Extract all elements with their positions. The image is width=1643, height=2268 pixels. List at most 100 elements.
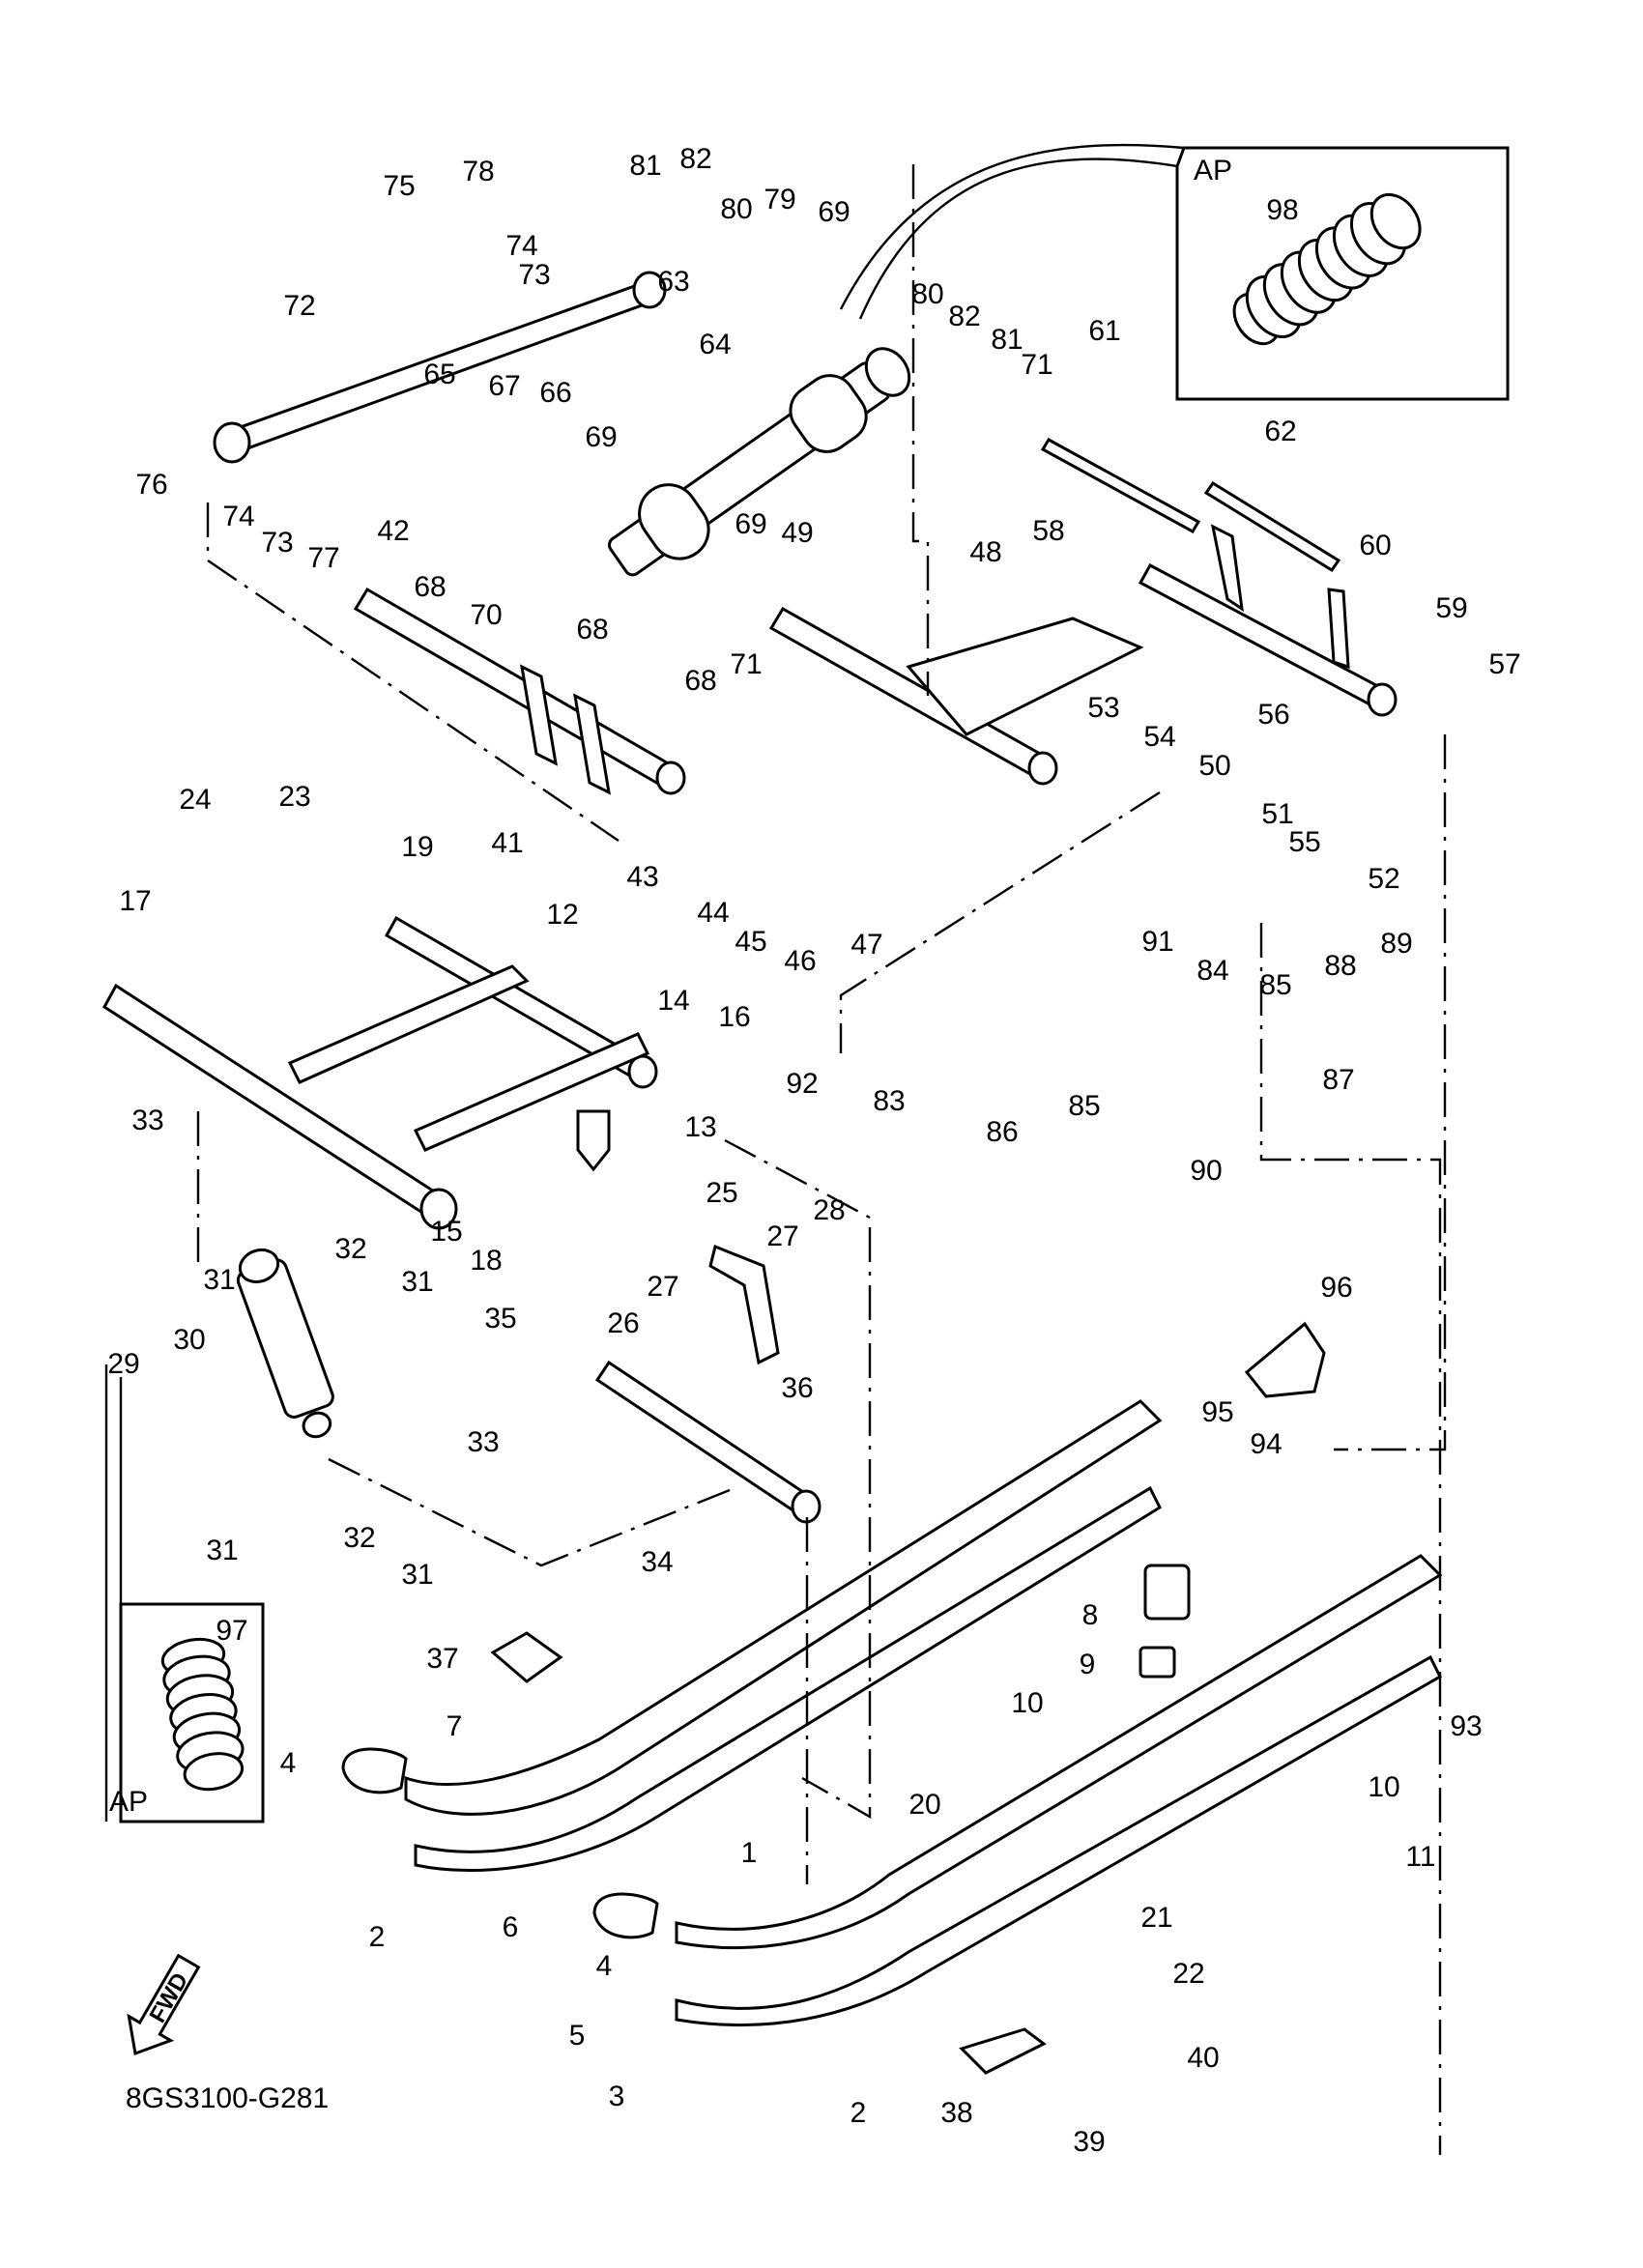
part-callout-2[interactable]: 2 — [850, 2097, 867, 2129]
part-callout-82[interactable]: 82 — [948, 301, 981, 332]
slider-8[interactable] — [1143, 1564, 1191, 1621]
part-callout-94[interactable]: 94 — [1250, 1428, 1283, 1460]
part-callout-36[interactable]: 36 — [781, 1372, 814, 1404]
shaft-56[interactable] — [1138, 524, 1398, 717]
part-callout-7[interactable]: 7 — [446, 1710, 463, 1742]
part-callout-53[interactable]: 53 — [1087, 692, 1120, 724]
part-callout-60[interactable]: 60 — [1359, 530, 1392, 561]
rod-62[interactable] — [1203, 480, 1341, 573]
bracket-37[interactable] — [490, 1631, 563, 1683]
part-callout-75[interactable]: 75 — [383, 170, 416, 202]
part-callout-37[interactable]: 37 — [426, 1643, 459, 1675]
part-callout-27[interactable]: 27 — [647, 1271, 679, 1303]
part-callout-52[interactable]: 52 — [1368, 863, 1400, 895]
part-callout-73[interactable]: 73 — [518, 259, 551, 291]
part-callout-65[interactable]: 65 — [423, 359, 456, 390]
part-callout-73[interactable]: 73 — [261, 527, 294, 559]
part-callout-85[interactable]: 85 — [1068, 1090, 1101, 1122]
part-callout-1[interactable]: 1 — [740, 1837, 758, 1869]
part-callout-84[interactable]: 84 — [1196, 955, 1229, 987]
part-callout-91[interactable]: 91 — [1141, 926, 1174, 958]
part-callout-39[interactable]: 39 — [1073, 2126, 1106, 2158]
front-arm-72[interactable] — [213, 271, 667, 464]
part-callout-47[interactable]: 47 — [850, 929, 883, 961]
part-callout-78[interactable]: 78 — [462, 156, 495, 187]
rod-61[interactable] — [1040, 437, 1201, 534]
part-callout-93[interactable]: 93 — [1450, 1710, 1483, 1742]
part-callout-96[interactable]: 96 — [1320, 1272, 1353, 1304]
part-callout-31[interactable]: 31 — [206, 1535, 239, 1566]
part-callout-63[interactable]: 63 — [657, 266, 690, 298]
part-callout-35[interactable]: 35 — [484, 1303, 517, 1335]
part-callout-43[interactable]: 43 — [626, 861, 659, 893]
part-callout-3[interactable]: 3 — [608, 2081, 625, 2112]
part-callout-66[interactable]: 66 — [539, 377, 572, 409]
part-callout-72[interactable]: 72 — [283, 290, 316, 322]
part-callout-27[interactable]: 27 — [766, 1220, 799, 1252]
part-callout-29[interactable]: 29 — [107, 1348, 140, 1380]
part-callout-28[interactable]: 28 — [813, 1194, 846, 1226]
part-callout-61[interactable]: 61 — [1088, 315, 1121, 347]
part-callout-33[interactable]: 33 — [131, 1105, 164, 1136]
part-callout-98[interactable]: 98 — [1266, 194, 1299, 226]
part-callout-51[interactable]: 51 — [1261, 798, 1294, 830]
part-callout-38[interactable]: 38 — [940, 2097, 973, 2129]
part-callout-74[interactable]: 74 — [222, 501, 255, 532]
part-callout-74[interactable]: 74 — [505, 230, 538, 262]
part-callout-79[interactable]: 79 — [764, 184, 796, 215]
part-callout-41[interactable]: 41 — [491, 827, 524, 859]
stopper-13[interactable] — [576, 1109, 611, 1172]
part-callout-12[interactable]: 12 — [546, 899, 579, 931]
part-callout-55[interactable]: 55 — [1288, 826, 1321, 858]
part-callout-20[interactable]: 20 — [908, 1789, 941, 1821]
part-callout-50[interactable]: 50 — [1198, 750, 1231, 782]
part-callout-45[interactable]: 45 — [735, 926, 767, 958]
part-callout-81[interactable]: 81 — [629, 150, 662, 182]
part-callout-4[interactable]: 4 — [595, 1950, 613, 1982]
part-callout-59[interactable]: 59 — [1435, 592, 1468, 624]
part-callout-42[interactable]: 42 — [377, 515, 410, 547]
part-callout-92[interactable]: 92 — [786, 1068, 819, 1100]
part-callout-33[interactable]: 33 — [467, 1426, 500, 1458]
part-callout-6[interactable]: 6 — [502, 1911, 519, 1943]
part-callout-64[interactable]: 64 — [699, 329, 732, 360]
part-callout-83[interactable]: 83 — [873, 1085, 906, 1117]
part-callout-87[interactable]: 87 — [1322, 1064, 1355, 1096]
part-callout-10[interactable]: 10 — [1011, 1687, 1044, 1719]
part-callout-86[interactable]: 86 — [986, 1116, 1019, 1148]
part-callout-80[interactable]: 80 — [720, 193, 753, 225]
front-shock-29[interactable] — [230, 1243, 344, 1445]
part-callout-76[interactable]: 76 — [135, 469, 168, 501]
part-callout-9[interactable]: 9 — [1079, 1649, 1096, 1680]
part-callout-68[interactable]: 68 — [414, 571, 447, 603]
part-callout-44[interactable]: 44 — [697, 897, 730, 929]
part-callout-8[interactable]: 8 — [1081, 1599, 1099, 1631]
part-callout-58[interactable]: 58 — [1032, 515, 1065, 547]
part-callout-97[interactable]: 97 — [216, 1615, 248, 1647]
part-callout-17[interactable]: 17 — [119, 885, 152, 917]
part-callout-68[interactable]: 68 — [684, 665, 717, 697]
part-callout-2[interactable]: 2 — [368, 1921, 386, 1953]
part-callout-69[interactable]: 69 — [818, 196, 850, 228]
shaft-42[interactable] — [353, 587, 686, 795]
pivot-arm-36[interactable] — [594, 1360, 822, 1524]
part-callout-31[interactable]: 31 — [401, 1266, 434, 1298]
part-callout-89[interactable]: 89 — [1380, 928, 1413, 960]
part-callout-68[interactable]: 68 — [576, 614, 609, 646]
part-callout-69[interactable]: 69 — [585, 421, 618, 453]
part-callout-54[interactable]: 54 — [1143, 721, 1176, 753]
part-callout-31[interactable]: 31 — [401, 1559, 434, 1591]
part-callout-82[interactable]: 82 — [679, 143, 712, 175]
part-callout-19[interactable]: 19 — [401, 831, 434, 863]
part-callout-18[interactable]: 18 — [470, 1245, 503, 1277]
part-callout-69[interactable]: 69 — [735, 508, 767, 540]
shaft-49[interactable] — [768, 606, 1144, 786]
part-callout-16[interactable]: 16 — [718, 1001, 751, 1033]
slider-9[interactable] — [1139, 1646, 1176, 1679]
part-callout-30[interactable]: 30 — [173, 1324, 206, 1356]
part-callout-24[interactable]: 24 — [179, 784, 212, 816]
part-callout-13[interactable]: 13 — [684, 1111, 717, 1143]
part-callout-14[interactable]: 14 — [657, 985, 690, 1017]
part-callout-34[interactable]: 34 — [641, 1546, 674, 1578]
bracket-96[interactable] — [1244, 1321, 1326, 1398]
